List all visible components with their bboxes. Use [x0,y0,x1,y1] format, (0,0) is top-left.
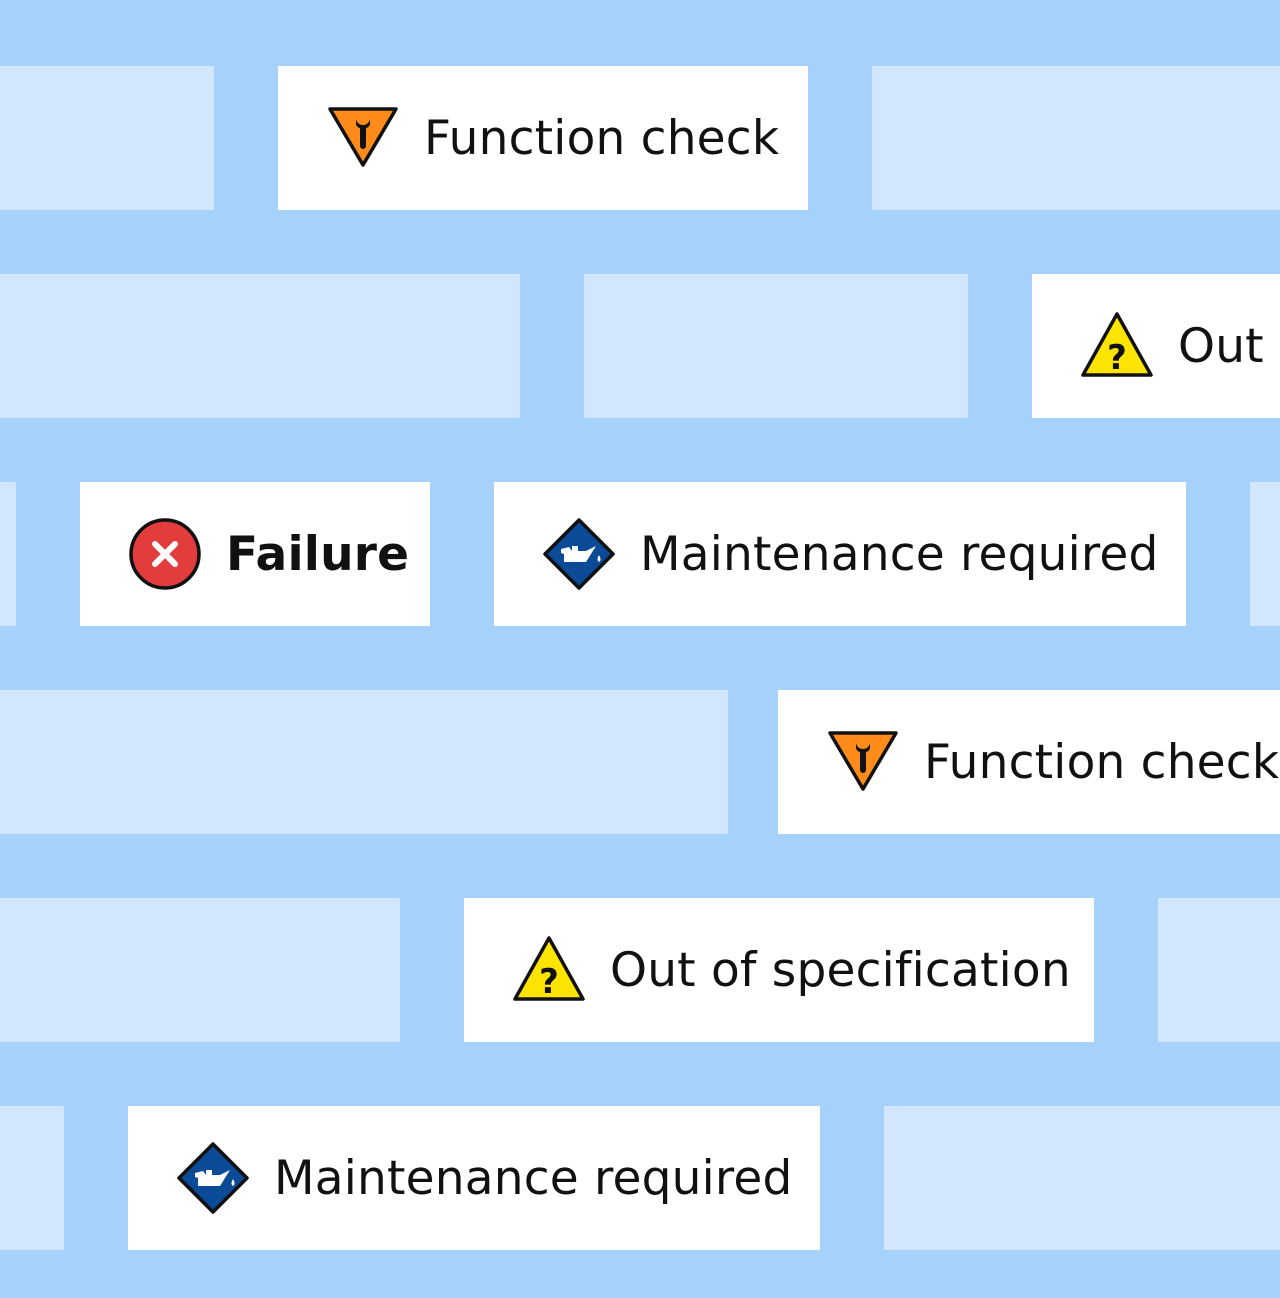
background-tile [0,1106,64,1250]
background-tile [0,690,728,834]
status-card-function-check: Function check [278,66,808,210]
status-label: Maintenance required [274,1150,793,1206]
failure-icon [128,517,202,591]
background-tile [872,66,1280,210]
out-of-specification-icon [1080,309,1154,383]
background-tile [884,1106,1280,1250]
maintenance-required-icon [542,517,616,591]
background-tile [1158,898,1280,1042]
background-tile [0,898,400,1042]
maintenance-required-icon [176,1141,250,1215]
status-label: Failure [226,526,410,582]
status-card-maintenance-required: Maintenance required [494,482,1186,626]
status-card-out-of-specification: Out of specification [464,898,1094,1042]
status-label: Out of specification [1178,318,1280,374]
status-label: Out of specification [610,942,1071,998]
function-check-icon [826,725,900,799]
background-tile [0,274,520,418]
status-label: Function check [924,734,1280,790]
status-card-out-of-specification: Out of specification [1032,274,1280,418]
background-tile [1250,482,1280,626]
function-check-icon [326,101,400,175]
status-label: Maintenance required [640,526,1159,582]
background-tile [0,66,214,210]
out-of-specification-icon [512,933,586,1007]
status-label: Function check [424,110,780,166]
status-card-failure: Failure [80,482,430,626]
background-tile [584,274,968,418]
status-card-function-check: Function check [778,690,1280,834]
background-tile [0,482,16,626]
status-card-maintenance-required: Maintenance required [128,1106,820,1250]
